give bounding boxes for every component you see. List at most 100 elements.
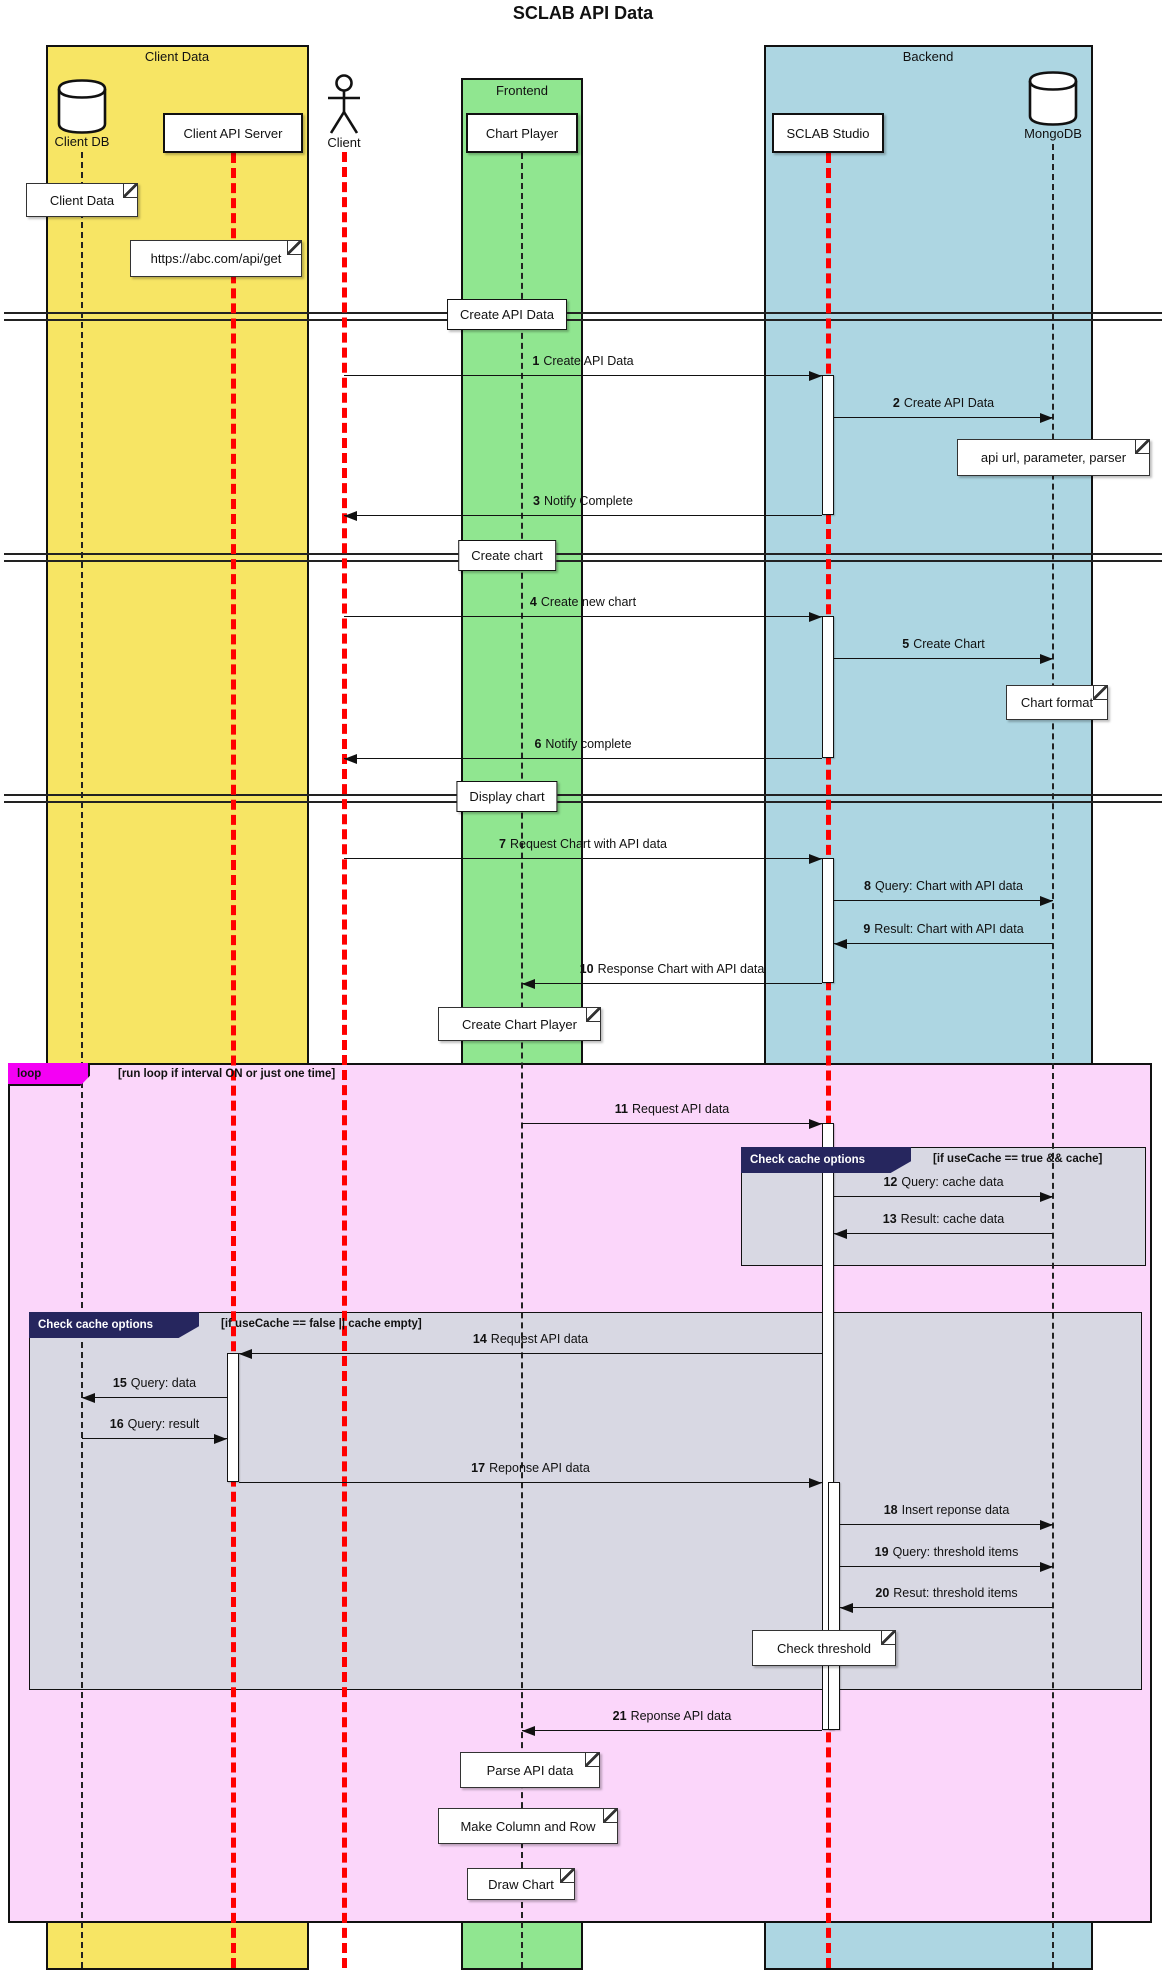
lifeline-sclab	[825, 153, 831, 1968]
note-text: Make Column and Row	[460, 1818, 596, 1834]
note-fold-icon	[1135, 440, 1149, 454]
message-line-16	[82, 1438, 227, 1439]
message-number: 21	[612, 1709, 627, 1723]
note-text: Client Data	[49, 192, 115, 208]
message-text: Query: result	[127, 1417, 200, 1431]
message-line-5	[834, 658, 1053, 659]
note-text: Draw Chart	[488, 1876, 554, 1892]
message-line-13	[834, 1233, 1053, 1234]
message-text: Request Chart with API data	[509, 837, 667, 851]
participant-label-clientdb: Client DB	[54, 134, 110, 149]
fragment-condition: [if useCache == true && cache]	[933, 1153, 1103, 1165]
loop-condition: [run loop if interval ON or just one tim…	[118, 1068, 336, 1080]
participant-label-mongo: MongoDB	[1024, 126, 1082, 141]
divider-line-top	[4, 312, 1162, 314]
message-arrowhead-12	[1040, 1191, 1053, 1202]
note-check-threshold: Check threshold	[752, 1630, 896, 1666]
message-number: 6	[534, 737, 542, 751]
note-fold-icon	[585, 1753, 599, 1767]
message-arrowhead-17	[809, 1477, 822, 1488]
message-number: 16	[109, 1417, 124, 1431]
message-arrowhead-15	[82, 1392, 95, 1403]
message-arrowhead-7	[809, 853, 822, 864]
note-text: https://abc.com/api/get	[150, 251, 282, 266]
message-text: Result: Chart with API data	[874, 922, 1024, 936]
divider-line-bottom	[4, 319, 1162, 321]
message-text: Query: cache data	[901, 1175, 1004, 1189]
loop-tab: loop	[8, 1063, 90, 1086]
message-text: Create new chart	[540, 595, 637, 609]
note-text: Create Chart Player	[462, 1016, 577, 1032]
note-make-column-and-row: Make Column and Row	[438, 1808, 618, 1844]
message-line-9	[834, 943, 1053, 944]
message-line-1	[344, 375, 822, 376]
divider-line-bottom	[4, 560, 1162, 562]
message-text: Response Chart with API data	[597, 962, 765, 976]
divider-line-bottom	[4, 801, 1162, 803]
message-text: Reponse API data	[489, 1461, 590, 1475]
message-line-10	[522, 983, 822, 984]
message-text: Query: threshold items	[892, 1545, 1019, 1559]
message-arrowhead-13	[834, 1228, 847, 1239]
note-text: Chart format	[1020, 695, 1094, 710]
note-fold-icon	[603, 1809, 617, 1823]
message-arrowhead-14	[239, 1348, 252, 1359]
divider-create-api-data: Create API Data	[447, 299, 567, 330]
fragment-check-cache-2	[29, 1312, 1142, 1690]
note-fold-icon	[1093, 686, 1107, 700]
message-number: 13	[882, 1212, 897, 1226]
message-text: Create Chart	[913, 637, 985, 651]
message-number: 14	[472, 1332, 487, 1346]
message-number: 17	[471, 1461, 486, 1475]
diagram-title: SCLAB API Data	[512, 3, 654, 23]
message-number: 15	[112, 1376, 127, 1390]
message-number: 19	[874, 1545, 889, 1559]
lifeline-player	[521, 153, 523, 1968]
message-arrowhead-5	[1040, 653, 1053, 664]
message-number: 10	[579, 962, 594, 976]
message-number: 11	[614, 1102, 628, 1116]
message-text: Query: Chart with API data	[874, 879, 1023, 893]
note-create-chart-player: Create Chart Player	[438, 1007, 601, 1041]
actor-icon-client	[325, 74, 363, 136]
message-number: 20	[875, 1586, 890, 1600]
note-text: Check threshold	[777, 1640, 871, 1656]
note-fold-icon	[560, 1869, 574, 1883]
message-arrowhead-18	[1040, 1519, 1053, 1530]
message-arrowhead-21	[522, 1725, 535, 1736]
note-draw-chart: Draw Chart	[467, 1868, 575, 1900]
lifeline-api	[230, 153, 236, 1968]
lifeline-mongo	[1052, 144, 1054, 1968]
message-line-21	[522, 1730, 822, 1731]
message-text: Request API data	[490, 1332, 589, 1346]
activation-bar	[227, 1353, 239, 1482]
divider-display-chart: Display chart	[456, 781, 558, 812]
note-api-url-parameter-parser: api url, parameter, parser	[957, 439, 1150, 476]
message-text: Insert reponse data	[901, 1503, 1010, 1517]
message-line-6	[344, 758, 822, 759]
note-parse-api-data: Parse API data	[460, 1752, 600, 1788]
group-label: Backend	[902, 49, 954, 64]
message-line-2	[834, 417, 1053, 418]
note-text: Parse API data	[486, 1762, 574, 1778]
message-line-11	[522, 1123, 822, 1124]
message-arrowhead-3	[344, 510, 357, 521]
group-label: Client Data	[144, 49, 210, 64]
message-arrowhead-8	[1040, 895, 1053, 906]
message-line-18	[840, 1524, 1053, 1525]
